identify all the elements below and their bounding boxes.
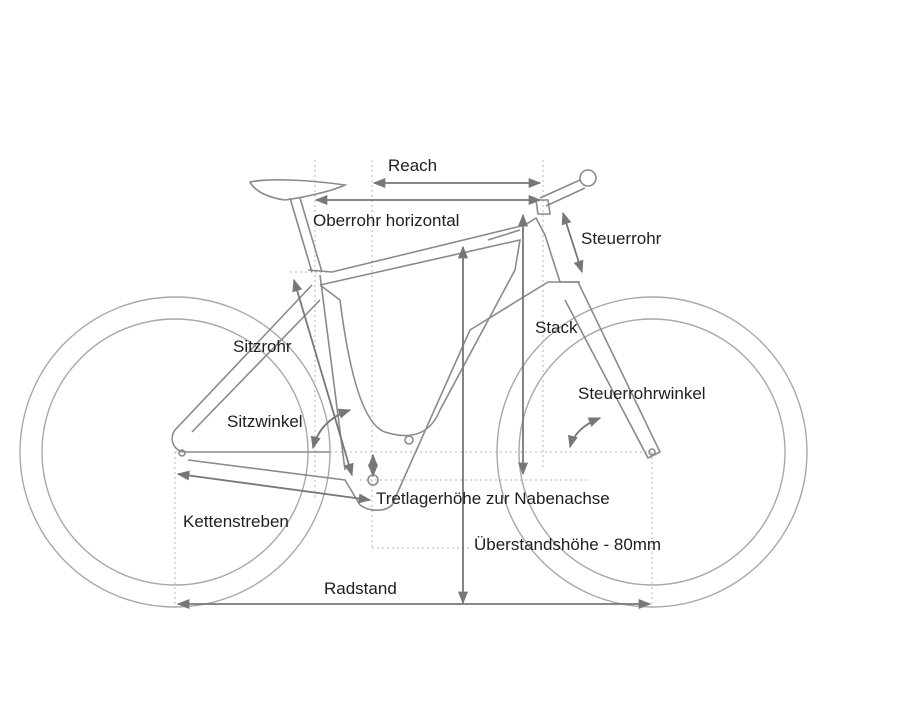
label-head-angle: Steuerrohrwinkel [578, 384, 706, 403]
head-tube-arrow [561, 211, 584, 274]
label-standover: Überstandshöhe - 80mm [474, 535, 661, 554]
head-angle-arrow [568, 417, 602, 449]
label-head-tube: Steuerrohr [581, 229, 662, 248]
label-reach: Reach [388, 156, 437, 175]
label-chainstays: Kettenstreben [183, 512, 289, 531]
label-top-tube: Oberrohr horizontal [313, 211, 459, 230]
chainstay-arrow [176, 470, 372, 504]
seat-tube-arrow [292, 278, 354, 477]
seat-angle-arrow [310, 408, 352, 450]
label-seat-angle: Sitzwinkel [227, 412, 303, 431]
label-seat-tube: Sitzrohr [233, 337, 292, 356]
label-bb-drop: Tretlagerhöhe zur Nabenachse [376, 489, 610, 508]
dimension-arrows [176, 177, 652, 610]
label-stack: Stack [535, 318, 578, 337]
label-wheelbase: Radstand [324, 579, 397, 598]
